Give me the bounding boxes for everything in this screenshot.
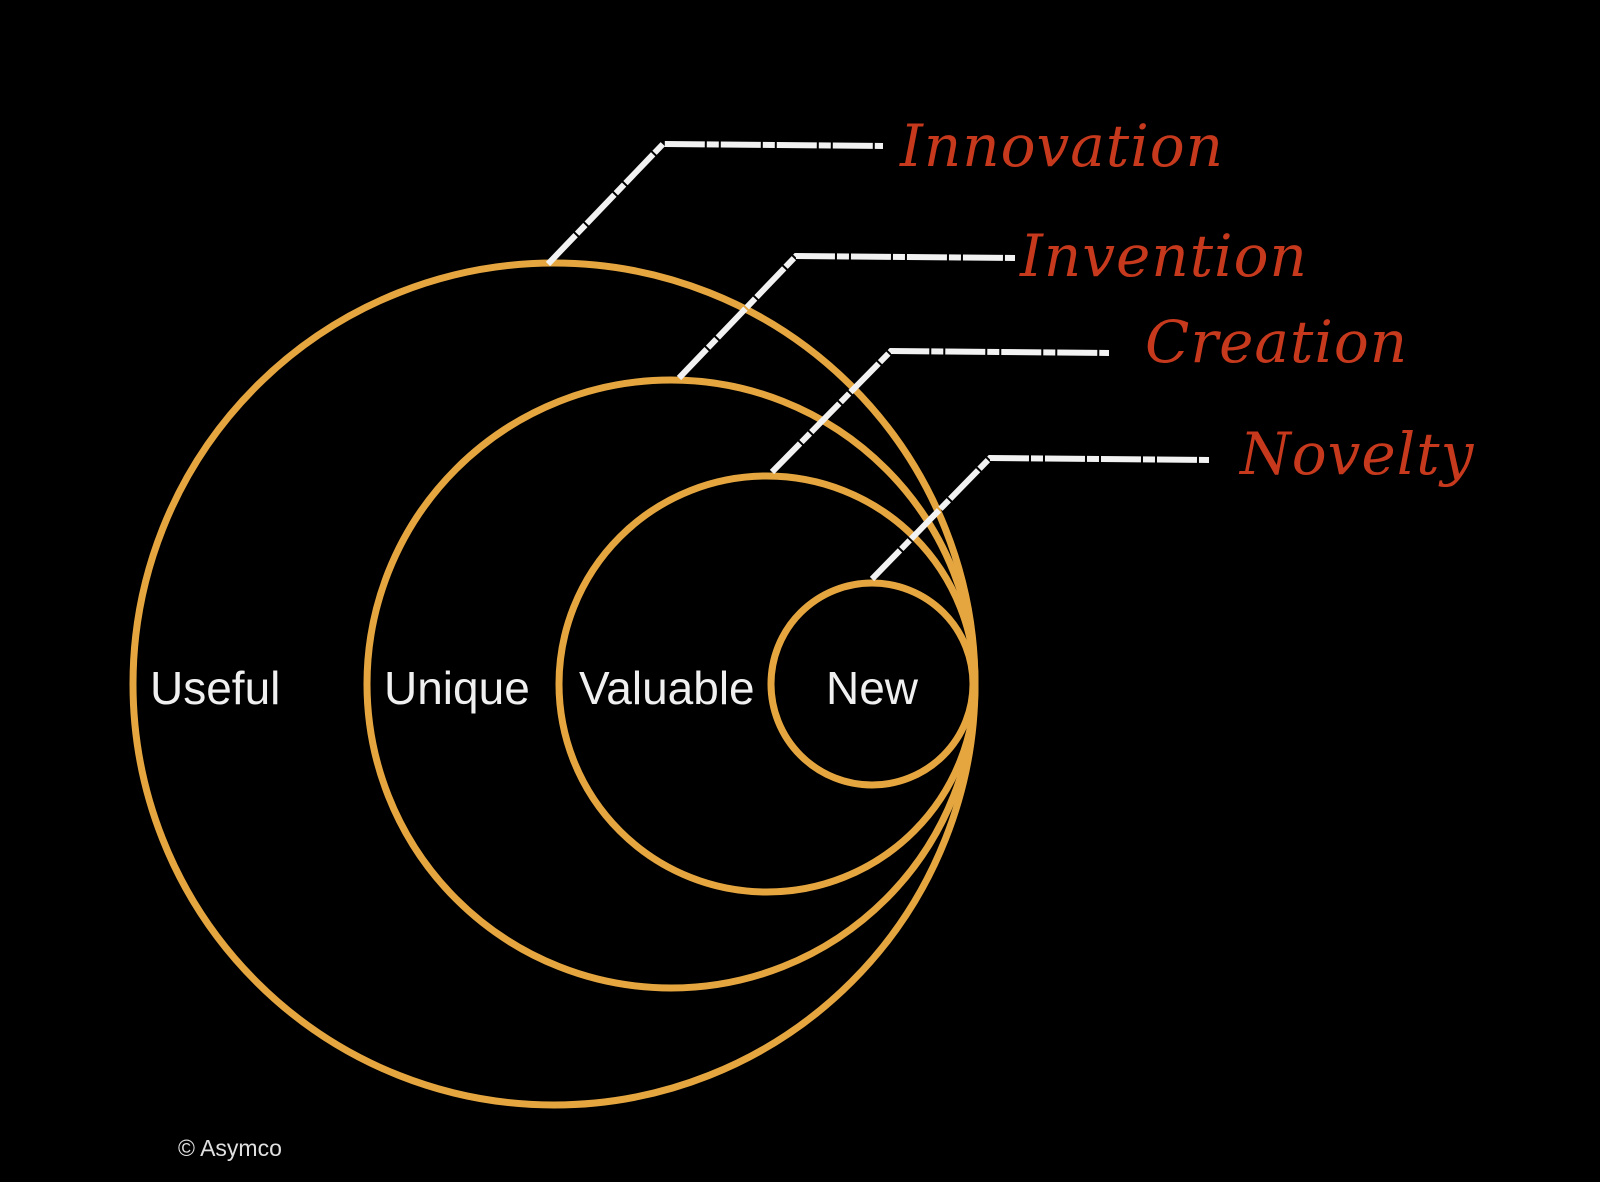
leader-line-invention bbox=[676, 252, 1016, 381]
leader-line-novelty bbox=[869, 454, 1210, 582]
ring-new bbox=[767, 579, 977, 789]
copyright-credit: © Asymco bbox=[178, 1135, 282, 1161]
label-invention: Invention bbox=[1019, 222, 1308, 290]
leader-line-creation bbox=[769, 347, 1110, 475]
label-innovation: Innovation bbox=[899, 112, 1224, 180]
label-new: New bbox=[826, 662, 919, 714]
label-valuable: Valuable bbox=[579, 662, 755, 714]
label-useful: Useful bbox=[150, 662, 280, 714]
label-unique: Unique bbox=[384, 662, 530, 714]
leader-line-innovation bbox=[545, 140, 884, 267]
label-novelty: Novelty bbox=[1238, 420, 1475, 488]
label-creation: Creation bbox=[1145, 308, 1408, 376]
